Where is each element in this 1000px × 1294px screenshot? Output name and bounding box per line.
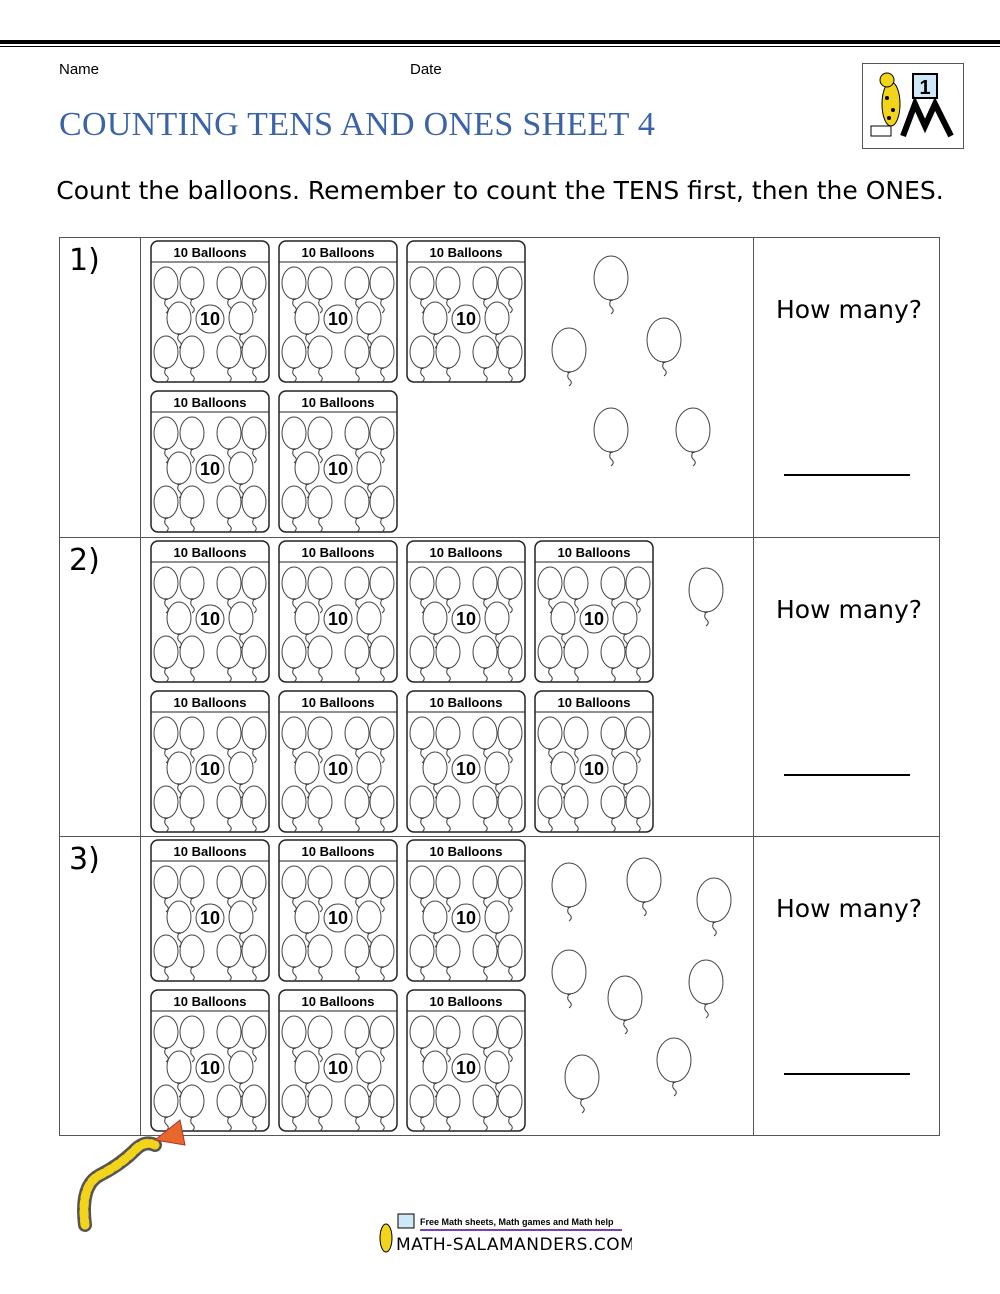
pack-ten-value: 10 (327, 759, 349, 779)
row-divider (59, 836, 940, 837)
column-divider (140, 237, 141, 1136)
single-balloon-icon (673, 406, 713, 475)
pack-label: 10 Balloons (557, 695, 631, 710)
name-label: Name (59, 61, 100, 78)
top-rule-thin (0, 46, 1000, 47)
ten-balloon-pack: 10 Balloons 10 (278, 240, 398, 383)
pack-ten-value: 10 (583, 759, 605, 779)
ten-balloon-pack: 10 Balloons 10 (278, 690, 398, 833)
single-balloon-icon (549, 861, 589, 930)
pack-ten-value: 10 (199, 908, 221, 928)
pack-ten-value: 10 (327, 459, 349, 479)
pack-label: 10 Balloons (429, 695, 503, 710)
pack-ten-value: 10 (455, 309, 477, 329)
pack-ten-value: 10 (199, 759, 221, 779)
pack-label: 10 Balloons (301, 545, 375, 560)
problem-table (59, 237, 940, 1136)
ten-balloon-pack: 10 Balloons 10 (150, 390, 270, 533)
pack-ten-value: 10 (199, 459, 221, 479)
answer-line[interactable] (784, 474, 910, 476)
pack-label: 10 Balloons (301, 695, 375, 710)
ten-balloon-pack: 10 Balloons 10 (406, 240, 526, 383)
pack-label: 10 Balloons (301, 245, 375, 260)
corner-salamander (75, 1115, 190, 1235)
pack-ten-value: 10 (199, 1058, 221, 1078)
ten-balloon-pack: 10 Balloons 10 (278, 540, 398, 683)
page-title: COUNTING TENS AND ONES SHEET 4 (59, 106, 656, 143)
footer-logo[interactable]: Free Math sheets, Math games and Math he… (372, 1212, 635, 1257)
pack-label: 10 Balloons (173, 844, 247, 859)
problem-number: 3) (69, 842, 100, 877)
problem-number: 2) (69, 543, 100, 578)
pack-label: 10 Balloons (173, 695, 247, 710)
single-balloon-icon (644, 316, 684, 385)
pack-label: 10 Balloons (429, 994, 503, 1009)
ten-balloon-pack: 10 Balloons 10 (150, 240, 270, 383)
pack-ten-value: 10 (327, 908, 349, 928)
single-balloon-icon (624, 856, 664, 925)
ten-balloon-pack: 10 Balloons 10 (278, 839, 398, 982)
single-balloon-icon (694, 876, 734, 945)
ten-balloon-pack: 10 Balloons 10 (278, 989, 398, 1132)
how-many-prompt: How many? (776, 295, 923, 324)
single-balloon-icon (654, 1036, 694, 1105)
pack-ten-value: 10 (199, 609, 221, 629)
ten-balloon-pack: 10 Balloons 10 (406, 989, 526, 1132)
single-balloon-icon (686, 958, 726, 1027)
pack-ten-value: 10 (455, 759, 477, 779)
pack-ten-value: 10 (327, 609, 349, 629)
pack-label: 10 Balloons (173, 994, 247, 1009)
pack-label: 10 Balloons (301, 844, 375, 859)
problem-number: 1) (69, 243, 100, 278)
pack-ten-value: 10 (455, 609, 477, 629)
ten-balloon-pack: 10 Balloons 10 (406, 839, 526, 982)
top-rule (0, 40, 1000, 44)
pack-ten-value: 10 (455, 908, 477, 928)
footer-site: MATH-SALAMANDERS.COM (396, 1235, 632, 1255)
pack-ten-value: 10 (327, 309, 349, 329)
instructions: Count the balloons. Remember to count th… (56, 176, 944, 205)
ten-balloon-pack: 10 Balloons 10 (406, 540, 526, 683)
pack-label: 10 Balloons (173, 545, 247, 560)
pack-ten-value: 10 (583, 609, 605, 629)
pack-label: 10 Balloons (429, 245, 503, 260)
single-balloon-icon (686, 566, 726, 635)
pack-label: 10 Balloons (557, 545, 631, 560)
pack-label: 10 Balloons (173, 245, 247, 260)
date-label: Date (410, 61, 442, 78)
single-balloon-icon (591, 254, 631, 323)
pack-ten-value: 10 (455, 1058, 477, 1078)
pack-label: 10 Balloons (429, 844, 503, 859)
column-divider (753, 237, 754, 1136)
ten-balloon-pack: 10 Balloons 10 (150, 989, 270, 1132)
pack-ten-value: 10 (327, 1058, 349, 1078)
answer-line[interactable] (784, 774, 910, 776)
single-balloon-icon (562, 1053, 602, 1122)
answer-line[interactable] (784, 1073, 910, 1075)
ten-balloon-pack: 10 Balloons 10 (150, 839, 270, 982)
ten-balloon-pack: 10 Balloons 10 (534, 540, 654, 683)
single-balloon-icon (591, 406, 631, 475)
footer-tagline: Free Math sheets, Math games and Math he… (420, 1217, 614, 1227)
single-balloon-icon (549, 948, 589, 1017)
pack-label: 10 Balloons (301, 994, 375, 1009)
ten-balloon-pack: 10 Balloons 10 (150, 690, 270, 833)
row-divider (59, 537, 940, 538)
pack-label: 10 Balloons (173, 395, 247, 410)
how-many-prompt: How many? (776, 894, 923, 923)
ten-balloon-pack: 10 Balloons 10 (150, 540, 270, 683)
how-many-prompt: How many? (776, 595, 923, 624)
pack-label: 10 Balloons (429, 545, 503, 560)
single-balloon-icon (605, 974, 645, 1043)
ten-balloon-pack: 10 Balloons 10 (406, 690, 526, 833)
pack-ten-value: 10 (199, 309, 221, 329)
salamander-logo: 1 (862, 63, 964, 149)
single-balloon-icon (549, 326, 589, 395)
ten-balloon-pack: 10 Balloons 10 (278, 390, 398, 533)
ten-balloon-pack: 10 Balloons 10 (534, 690, 654, 833)
pack-label: 10 Balloons (301, 395, 375, 410)
logo-grade: 1 (919, 77, 930, 99)
